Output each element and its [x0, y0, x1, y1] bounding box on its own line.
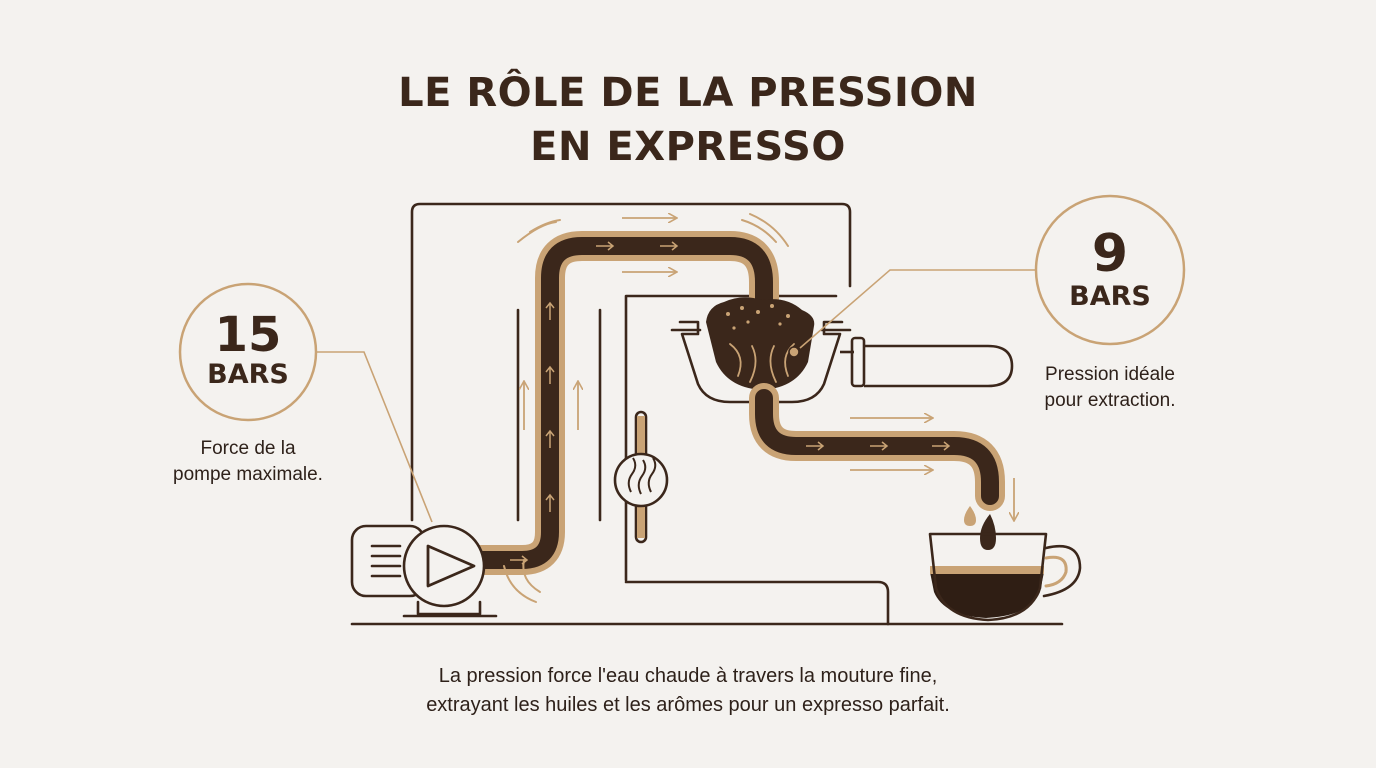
description-line-2: extrayant les huiles et les arômes pour …: [426, 694, 950, 716]
outlet-pipe: [749, 383, 1005, 511]
title-line-2: EN EXPRESSO: [530, 124, 846, 170]
pump-caption-line-1: Force de la: [200, 438, 296, 459]
title-line-1: LE RÔLE DE LA PRESSION: [398, 70, 978, 116]
page-title: LE RÔLE DE LA PRESSION EN EXPRESSO: [0, 66, 1376, 174]
flow-direction-arrows: [524, 218, 1014, 520]
pump-pressure-caption: Force de la pompe maximale.: [138, 436, 358, 488]
extraction-pointer-dot: [788, 346, 800, 358]
portafilter-handle: [840, 336, 1014, 388]
pump: [350, 524, 498, 618]
extraction-caption-line-2: pour extraction.: [1044, 390, 1176, 411]
espresso-cup-icon: [928, 532, 1082, 622]
pressure-wave-lines: [503, 213, 789, 603]
extraction-pressure-caption: Pression idéale pour extraction.: [1010, 362, 1210, 414]
description-line-1: La pression force l'eau chaude à travers…: [438, 665, 938, 687]
extraction-pressure-callout: 9 BARS: [1036, 226, 1184, 312]
pipe-flow-arrows: [510, 241, 679, 565]
grounds-texture: [726, 304, 790, 330]
coffee-grounds-icon: [706, 297, 815, 390]
small-drop: [964, 506, 976, 526]
espresso-drip: [980, 514, 996, 550]
extraction-caption-line-1: Pression idéale: [1045, 364, 1175, 385]
pump-pressure-unit: BARS: [207, 359, 289, 390]
process-description: La pression force l'eau chaude à travers…: [0, 662, 1376, 720]
heat-coil-icon: [613, 410, 669, 544]
pump-pressure-circle: [178, 282, 318, 422]
pump-caption-line-2: pompe maximale.: [173, 464, 323, 485]
outlet-flow-arrows: [806, 441, 951, 451]
extraction-pressure-unit: BARS: [1069, 281, 1151, 312]
extraction-pressure-circle: [1034, 194, 1186, 346]
extraction-streams: [729, 343, 795, 383]
water-pipe: [455, 231, 779, 575]
callout-leaders: [316, 269, 1040, 523]
pump-pressure-callout: 15 BARS: [180, 310, 316, 390]
pump-play-icon: [426, 544, 476, 588]
extraction-pressure-value: 9: [1091, 224, 1129, 284]
pump-pressure-value: 15: [214, 307, 282, 363]
